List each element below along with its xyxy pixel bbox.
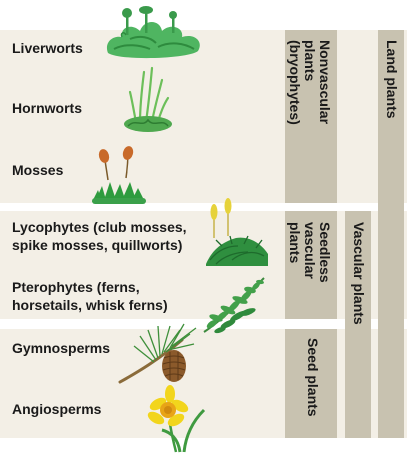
group-label-land: Land plants [384, 40, 400, 119]
fern-icon [203, 277, 265, 334]
daffodil-icon [147, 385, 206, 453]
bar-seedless [285, 211, 337, 319]
hornwort-icon [124, 66, 172, 132]
plant-label-mosses: Mosses [12, 162, 64, 178]
group-label-seedless-line-2: vascular [302, 222, 318, 279]
plant-label-liverworts: Liverworts [12, 40, 83, 56]
liverwort-icon [106, 6, 200, 59]
group-label-nonvascular-line-1: Nonvascular [317, 40, 333, 125]
moss-icon [92, 146, 146, 204]
group-label-nonvascular: Nonvascular plants (bryophytes) [287, 40, 333, 125]
group-label-seedless: Seedless vascular plants [287, 222, 333, 283]
plant-label-lycophytes-line-1: Lycophytes (club mosses, [12, 219, 187, 235]
bar-seed [285, 329, 337, 438]
plant-label-gymnosperms: Gymnosperms [12, 340, 111, 356]
background-band-gap-1 [0, 203, 407, 211]
group-label-seedless-line-1: Seedless [317, 222, 333, 283]
plant-label-pterophytes-line-2: horsetails, whisk ferns) [12, 297, 168, 313]
pine-cone-icon [118, 323, 197, 384]
plant-label-hornworts: Hornworts [12, 100, 82, 116]
group-label-nonvascular-line-3: (bryophytes) [287, 40, 303, 125]
group-label-seedless-line-3: plants [287, 222, 303, 264]
background-band-seed [0, 329, 407, 438]
group-label-vascular: Vascular plants [351, 222, 367, 325]
group-label-nonvascular-line-2: plants [302, 40, 318, 82]
bar-vascular [345, 211, 371, 438]
plant-label-pterophytes-line-1: Pterophytes (ferns, [12, 279, 140, 295]
lycophyte-icon [206, 198, 268, 266]
plant-label-lycophytes-line-2: spike mosses, quillworts) [12, 237, 183, 253]
bar-land [378, 30, 404, 438]
background-band-gap-2 [0, 319, 407, 329]
group-label-seed: Seed plants [305, 338, 321, 417]
background-band-seedless [0, 211, 407, 319]
background-band-bryophytes [0, 30, 407, 203]
plant-label-angiosperms: Angiosperms [12, 401, 102, 417]
bar-nonvascular [285, 30, 337, 203]
